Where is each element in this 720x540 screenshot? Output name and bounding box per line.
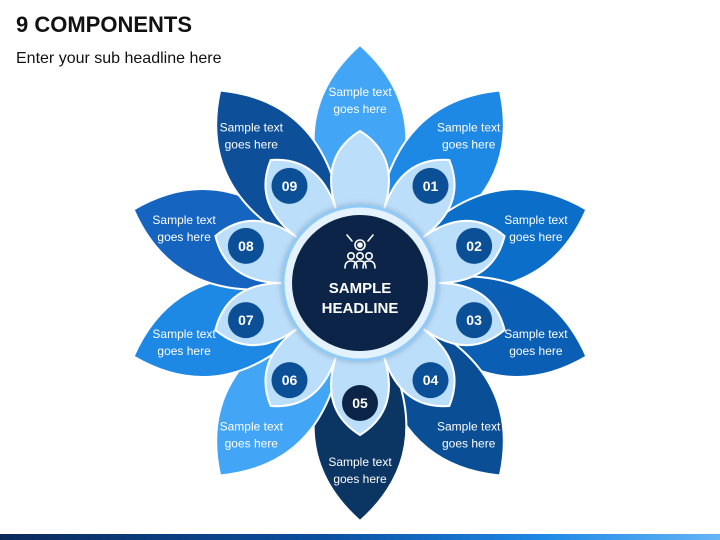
number-badge-04: [412, 362, 449, 399]
number-badge-03: [456, 302, 493, 339]
petal-02-text-line1: Sample text: [504, 213, 568, 227]
petal-01-text-line1: Sample text: [437, 120, 501, 134]
number-label-03: 03: [466, 312, 482, 328]
petal-01-text-line2: goes here: [442, 137, 496, 151]
petal-03-text-line2: goes here: [509, 344, 563, 358]
number-badge-07: [227, 302, 264, 339]
petal-05-text-line1: Sample text: [328, 455, 392, 469]
number-badge-01: [412, 167, 449, 204]
petal-07-text-line1: Sample text: [152, 327, 216, 341]
number-badge-02: [456, 227, 493, 264]
center-hub: SAMPLE HEADLINE: [281, 204, 439, 362]
number-label-02: 02: [466, 238, 482, 254]
bottom-accent-bar: [0, 534, 720, 540]
inner-petal-top: [330, 129, 390, 227]
number-badge-08: [227, 227, 264, 264]
petal-04-text-line1: Sample text: [437, 420, 501, 434]
number-label-04: 04: [423, 372, 439, 388]
number-label-06: 06: [282, 372, 298, 388]
number-label-05: 05: [352, 395, 368, 411]
page-title: 9 COMPONENTS: [16, 12, 193, 37]
team-group-icon: [344, 234, 376, 269]
petal-09-text-line2: goes here: [225, 137, 279, 151]
page-subtitle: Enter your sub headline here: [16, 50, 222, 67]
petal-06-text-line2: goes here: [225, 437, 279, 451]
petal-08-text-line1: Sample text: [152, 213, 216, 227]
petal-04-text-line2: goes here: [442, 437, 496, 451]
petal-06-text-line1: Sample text: [220, 420, 284, 434]
number-label-08: 08: [238, 238, 254, 254]
petal-02-text-line2: goes here: [509, 230, 563, 244]
number-badge-09: [271, 167, 308, 204]
center-headline-line2: HEADLINE: [322, 300, 399, 317]
petal-09-text-line1: Sample text: [220, 120, 284, 134]
petal-07-text-line2: goes here: [157, 344, 211, 358]
number-badges-layer: 01 02 03 04 05 06 07 08 09: [227, 167, 493, 421]
number-badge-06: [271, 362, 308, 399]
number-label-01: 01: [423, 178, 439, 194]
petal-05-text-line2: goes here: [333, 472, 387, 486]
center-headline-line1: SAMPLE: [329, 280, 392, 297]
number-label-09: 09: [282, 178, 298, 194]
number-label-07: 07: [238, 312, 254, 328]
petal-03-text-line1: Sample text: [504, 327, 568, 341]
petal-top-text-line1: Sample text: [328, 85, 392, 99]
center-dark-circle: [292, 215, 428, 351]
petal-08-text-line2: goes here: [157, 230, 211, 244]
petal-top-text-line2: goes here: [333, 102, 387, 116]
number-badge-05: [342, 385, 378, 421]
